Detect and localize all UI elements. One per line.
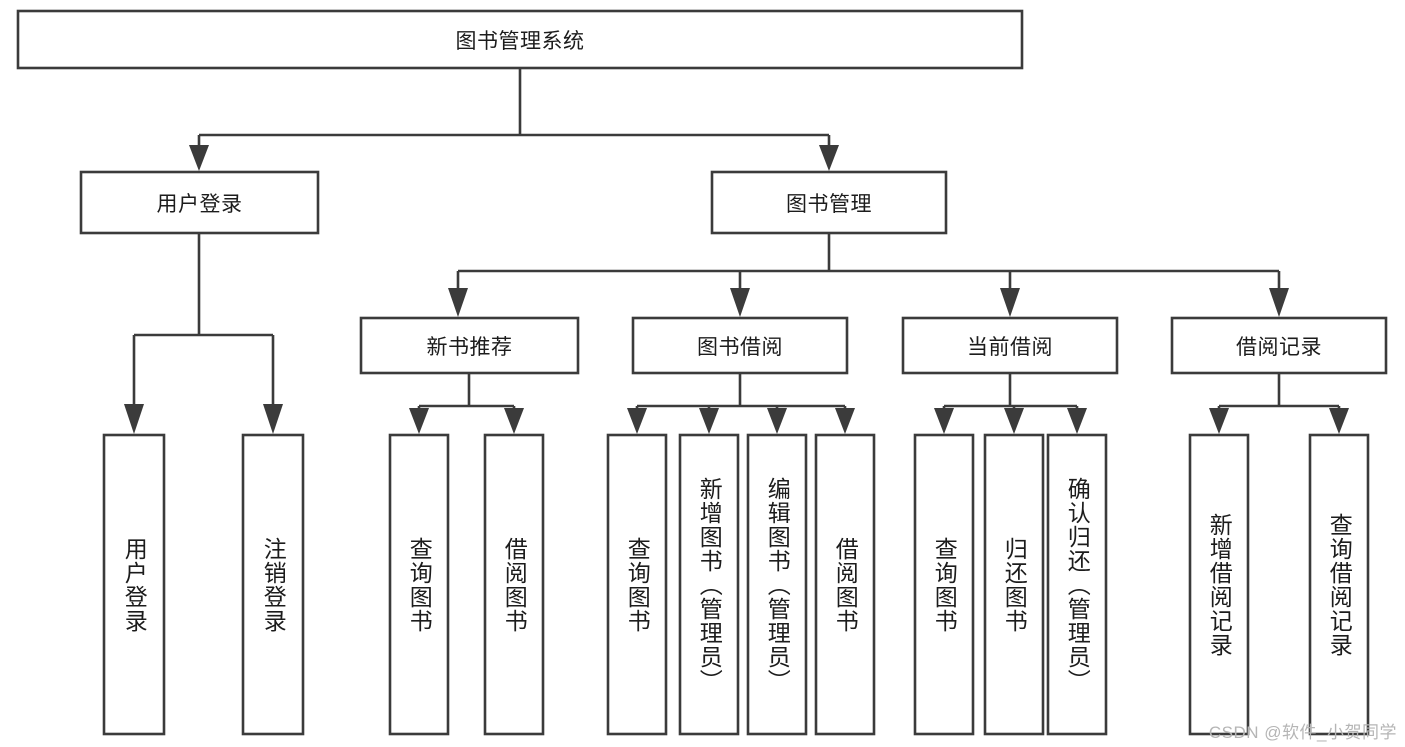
node-box-new-book-recommend[interactable] [359,316,580,375]
node-box-current-borrow[interactable] [901,316,1119,375]
arrow-to-leaf-borrow-book-2 [835,408,855,434]
node-box-leaf-edit-book-admin[interactable] [746,433,808,736]
arrow-to-leaf-add-book-admin [699,408,719,434]
node-box-root[interactable] [16,9,1024,70]
arrow-to-leaf-return-book [1004,408,1024,434]
arrow-to-leaf-add-borrow-record [1209,408,1229,434]
connector-layer [124,68,1349,434]
arrow-to-book-borrow [730,288,750,317]
node-box-user-login[interactable] [79,170,320,235]
node-box-borrow-record[interactable] [1170,316,1388,375]
node-box-leaf-query-book-2[interactable] [606,433,668,736]
arrow-root-to-book-manage [819,145,839,171]
arrow-to-leaf-user-logout [263,404,283,434]
node-box-leaf-return-book[interactable] [983,433,1045,736]
arrow-to-leaf-confirm-return-admin [1067,408,1087,434]
node-box-leaf-add-borrow-record[interactable] [1188,433,1250,736]
arrow-to-leaf-query-book-1 [409,408,429,434]
arrow-to-leaf-query-book-2 [627,408,647,434]
node-box-leaf-borrow-book-1[interactable] [483,433,545,736]
node-box-leaf-add-book-admin[interactable] [678,433,740,736]
node-box-leaf-user-login[interactable] [102,433,166,736]
box-layer [16,9,1388,736]
arrow-to-leaf-query-borrow-record [1329,408,1349,434]
arrow-to-leaf-borrow-book-1 [504,408,524,434]
arrow-to-borrow-record [1269,288,1289,317]
arrow-root-to-user-login [189,145,209,171]
node-box-leaf-query-borrow-record[interactable] [1308,433,1370,736]
node-box-leaf-query-book-1[interactable] [388,433,450,736]
node-box-leaf-user-logout[interactable] [241,433,305,736]
node-box-book-borrow[interactable] [631,316,849,375]
arrow-to-leaf-user-login [124,404,144,434]
arrow-to-current-borrow [1000,288,1020,317]
node-box-leaf-borrow-book-2[interactable] [814,433,876,736]
node-box-leaf-confirm-return-admin[interactable] [1046,433,1108,736]
arrow-to-leaf-query-book-3 [934,408,954,434]
arrow-to-new-book-recommend [448,288,468,317]
watermark-text: CSDN @软件_小贺同学 [1208,723,1397,742]
node-box-book-manage[interactable] [710,170,948,235]
arrow-to-leaf-edit-book-admin [767,408,787,434]
node-box-leaf-query-book-3[interactable] [913,433,975,736]
